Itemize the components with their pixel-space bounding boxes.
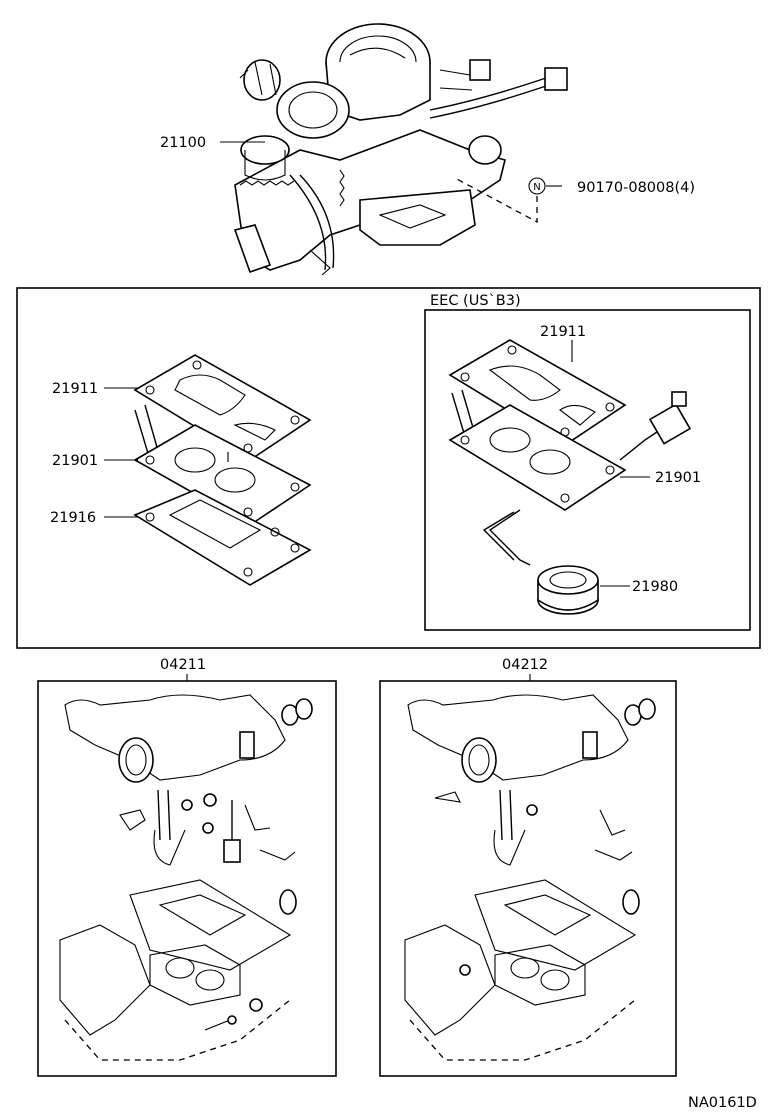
eec-gasket-stack (448, 339, 692, 615)
label-screw: 90170-08008(4) (577, 180, 695, 196)
drawing-id: NA0161D (688, 1095, 757, 1111)
eec-title: EEC (US`B3) (430, 293, 521, 309)
label-04211: 04211 (160, 657, 206, 673)
label-21911-std: 21911 (52, 381, 98, 397)
kit-b-parts (404, 694, 656, 1061)
kit-b-box (379, 680, 677, 1077)
label-21901-std: 21901 (52, 453, 98, 469)
eec-box (424, 309, 751, 631)
kit-a-box (37, 680, 337, 1077)
label-21901-eec: 21901 (655, 470, 701, 486)
label-21911-eec: 21911 (540, 324, 586, 340)
carburetor-assembly (233, 23, 568, 276)
label-21980-eec: 21980 (632, 579, 678, 595)
kit-a-parts (59, 694, 313, 1061)
label-04212: 04212 (502, 657, 548, 673)
standard-gasket-stack (133, 354, 312, 586)
gasket-set-box (16, 287, 761, 649)
label-21916-std: 21916 (50, 510, 96, 526)
screw-marker-text: N (533, 182, 540, 193)
screw-marker: N (454, 177, 562, 224)
label-21100: 21100 (160, 135, 206, 151)
